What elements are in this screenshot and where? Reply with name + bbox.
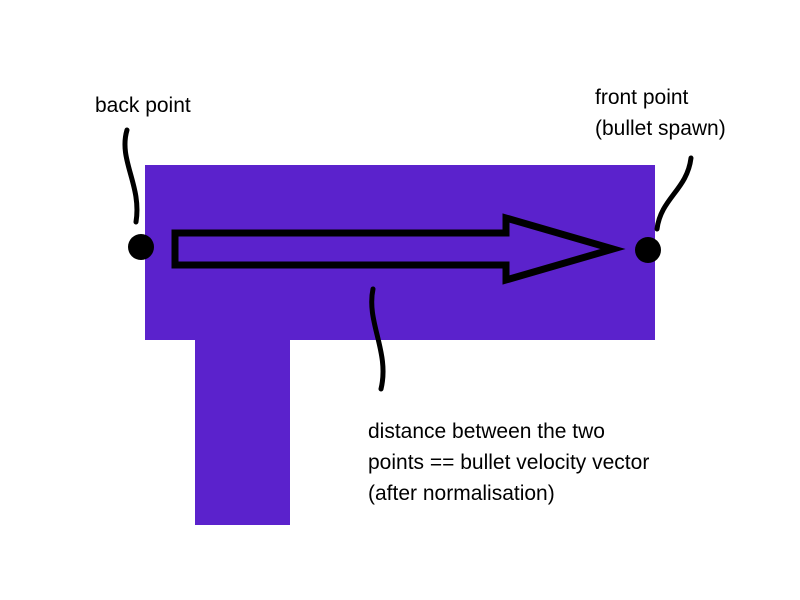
back-point-connector-line	[122, 127, 140, 225]
back-point-dot	[128, 234, 154, 260]
distance-label-line2: points == bullet velocity vector	[368, 451, 650, 474]
gun-body-rect	[145, 165, 655, 340]
distance-label-line1: distance between the two	[368, 420, 605, 443]
front-point-label: front point (bullet spawn)	[595, 82, 726, 144]
front-point-dot	[635, 237, 661, 263]
front-point-label-line2: (bullet spawn)	[595, 117, 726, 140]
distance-label: distance between the two points == bulle…	[368, 416, 649, 509]
gun-handle-rect	[195, 340, 290, 525]
front-point-connector-line	[654, 155, 694, 232]
velocity-arrow	[171, 213, 626, 285]
distance-connector-line	[369, 286, 386, 392]
back-point-label: back point	[95, 94, 191, 117]
distance-label-line3: (after normalisation)	[368, 482, 555, 505]
front-point-label-line1: front point	[595, 86, 689, 109]
